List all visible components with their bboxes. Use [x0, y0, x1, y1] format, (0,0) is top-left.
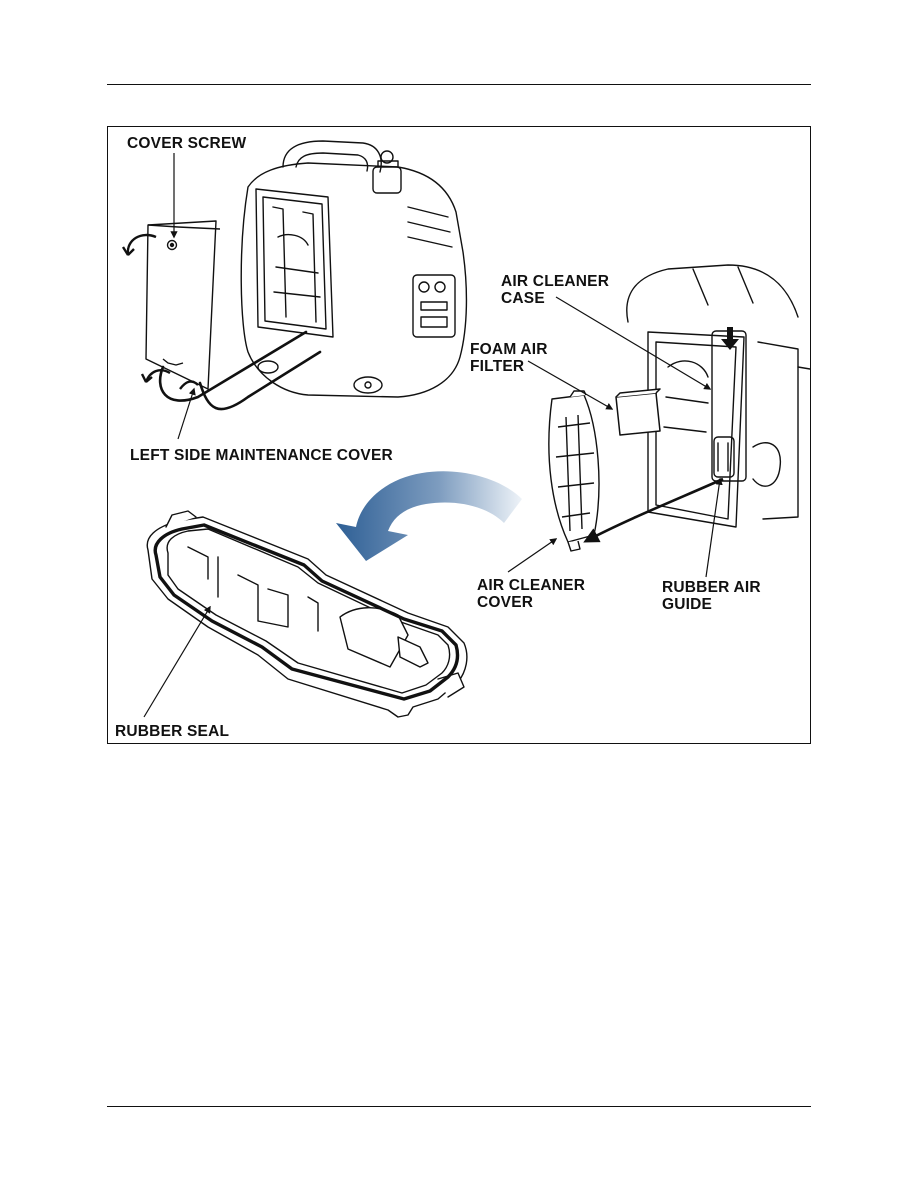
label-rubber-seal: RUBBER SEAL — [115, 723, 230, 740]
foam-air-filter-leader — [527, 360, 614, 410]
figure-frame: COVER SCREW AIR CLEANER CASE FOAM AIR FI… — [107, 126, 811, 744]
header-rule — [107, 84, 811, 85]
left-side-maintenance-cover — [145, 220, 221, 390]
air-cleaner-case-leader — [555, 296, 712, 390]
big-curved-arrow-icon — [336, 471, 522, 561]
cover-detail — [146, 510, 468, 718]
foam-air-filter — [615, 388, 661, 436]
air-cleaner-cover — [548, 390, 600, 552]
rotation-arrow-icon — [121, 233, 199, 390]
left-cover-leader — [177, 387, 196, 440]
generator-left — [240, 140, 468, 398]
label-foam-air-filter: FOAM AIR FILTER — [470, 341, 548, 375]
label-left-side-maintenance-cover: LEFT SIDE MAINTENANCE COVER — [130, 447, 393, 464]
install-arrow-icon — [583, 477, 724, 543]
maintenance-illustration — [121, 140, 810, 718]
label-air-cleaner-case: AIR CLEANER CASE — [501, 273, 610, 307]
generator-right — [626, 264, 810, 528]
label-rubber-air-guide: RUBBER AIR GUIDE — [662, 579, 761, 613]
air-cleaner-cover-leader — [507, 538, 558, 573]
rubber-air-guide-leader — [705, 477, 723, 578]
footer-rule — [107, 1106, 811, 1107]
press-arrow-icon — [721, 327, 739, 350]
rubber-seal-leader — [143, 605, 211, 718]
routing-arrow-icon — [158, 330, 322, 411]
label-cover-screw: COVER SCREW — [127, 135, 247, 152]
label-air-cleaner-cover: AIR CLEANER COVER — [477, 577, 586, 611]
rubber-seal — [153, 523, 460, 701]
leader-lines — [143, 153, 723, 718]
